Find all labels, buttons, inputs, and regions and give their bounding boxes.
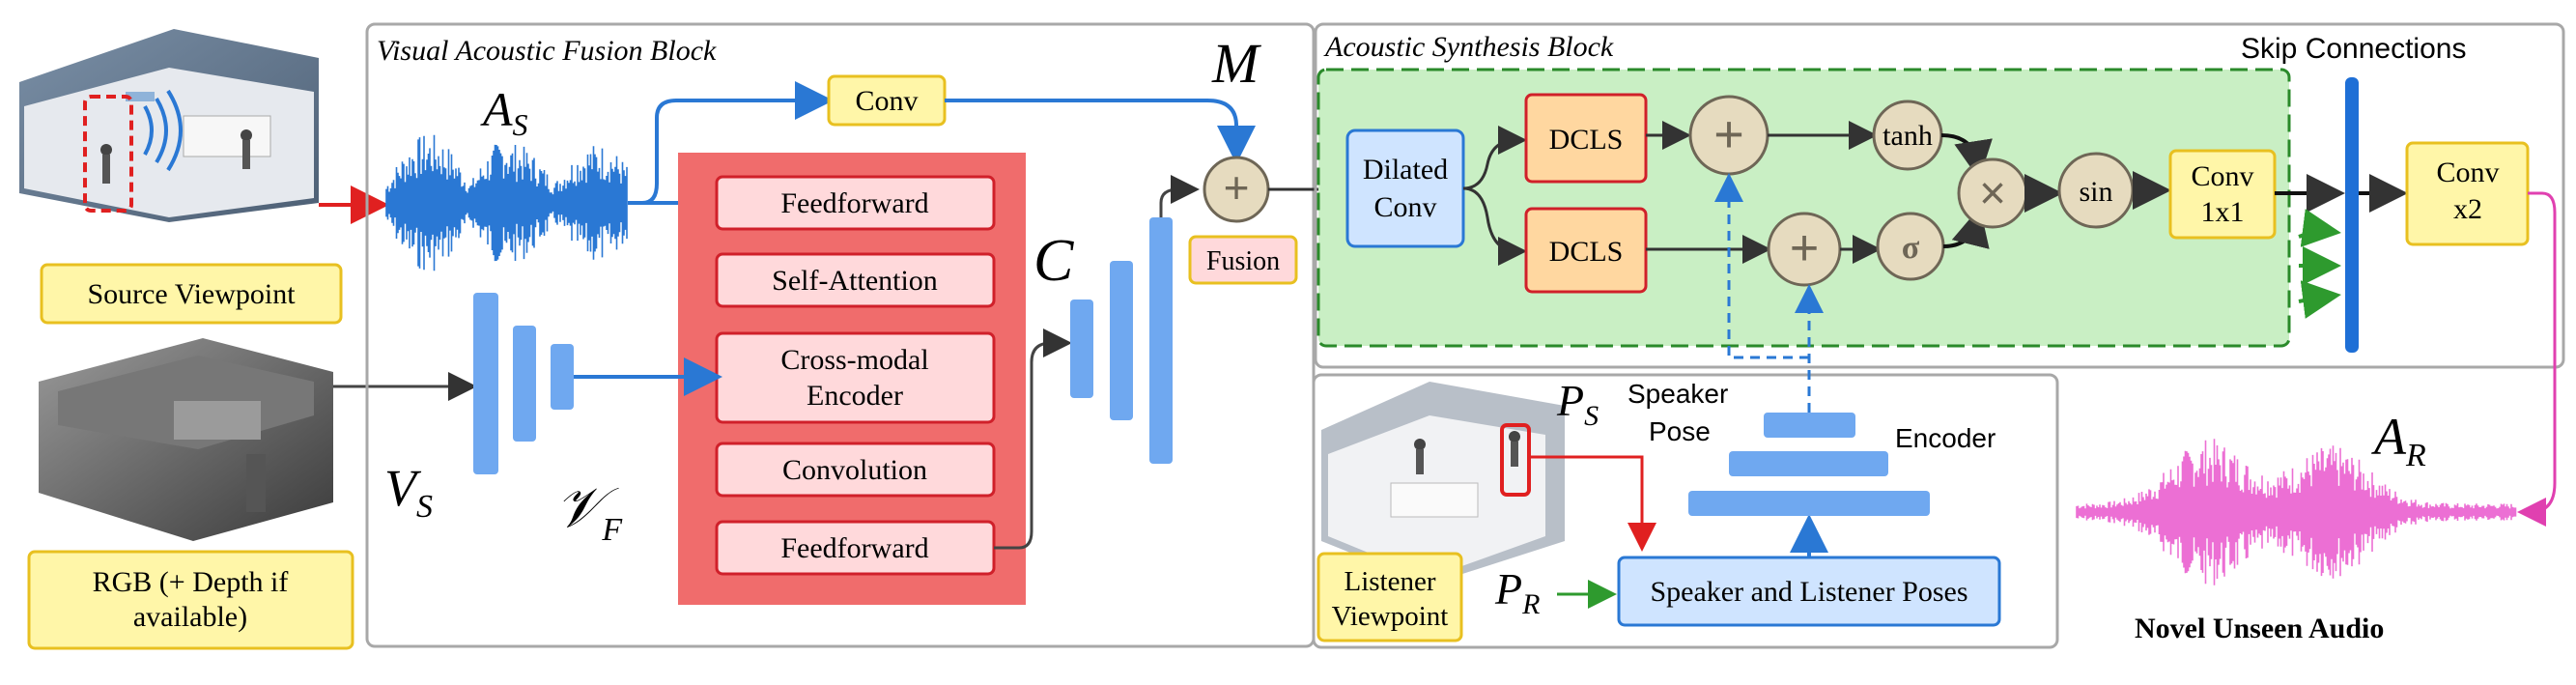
ps-symbol: PS <box>1556 376 1599 432</box>
svg-text:x2: x2 <box>2453 193 2482 225</box>
dilated-to-dcls-top <box>1462 126 1527 190</box>
source-viewpoint-label: Source Viewpoint <box>40 263 343 325</box>
vs-symbol: VS <box>384 459 433 525</box>
speaker-pose-arrow <box>1529 455 1656 552</box>
svg-text:tanh: tanh <box>1882 120 1933 152</box>
fusion-block-title: Visual Acoustic Fusion Block <box>377 35 717 67</box>
svg-text:Feedforward: Feedforward <box>780 532 928 564</box>
conv-x2-box: Conv x2 <box>2405 141 2530 246</box>
svg-text:available): available) <box>133 601 247 633</box>
feedforward-to-c-arrow <box>994 328 1072 550</box>
svg-text:Viewpoint: Viewpoint <box>1332 601 1449 632</box>
svg-text:σ: σ <box>1902 230 1920 266</box>
svg-text:Conv: Conv <box>1373 191 1436 223</box>
dcls-bottom-box: DCLS <box>1524 207 1648 294</box>
svg-text:Feedforward: Feedforward <box>780 187 928 219</box>
dcls-top-box: DCLS <box>1524 93 1648 184</box>
svg-text:DCLS: DCLS <box>1549 124 1624 156</box>
conv-1x1-box: Conv 1x1 <box>2168 149 2277 240</box>
synthesis-block-title: Acoustic Synthesis Block <box>1323 31 1614 63</box>
svg-text:Convolution: Convolution <box>782 454 927 486</box>
svg-text:Speaker and Listener Poses: Speaker and Listener Poses <box>1650 576 1967 608</box>
plus-icon: + <box>1713 105 1744 163</box>
plus-icon: + <box>1224 162 1250 213</box>
listener-room-image <box>1321 382 1565 585</box>
dilated-to-dcls-bottom <box>1462 186 1527 266</box>
convx2-to-output-arrow <box>2517 191 2557 527</box>
svg-text:Cross-modal: Cross-modal <box>780 344 928 376</box>
svg-text:Conv: Conv <box>2191 160 2253 192</box>
speaker-pose-label: Speaker <box>1628 379 1728 409</box>
cross-modal-encoder-box: Cross-modal Encoder <box>715 331 996 424</box>
encoder-label: Encoder <box>1895 423 1996 453</box>
vs-encoder-bars <box>473 293 574 474</box>
speaker-pose-label-2: Pose <box>1649 416 1711 446</box>
svg-text:Encoder: Encoder <box>807 380 903 412</box>
feedforward-bottom-box: Feedforward <box>715 520 996 576</box>
self-attention-box: Self-Attention <box>715 252 996 308</box>
c-decoder-bars <box>1070 217 1173 464</box>
ar-symbol: AR <box>2371 408 2426 473</box>
output-waveform <box>2076 439 2517 585</box>
conv-to-sum-arrow <box>945 99 1256 164</box>
c-symbol: C <box>1033 228 1074 294</box>
listener-viewpoint-label: Listener Viewpoint <box>1316 552 1463 642</box>
svg-text:1x1: 1x1 <box>2201 196 2245 228</box>
multiply-node: × <box>1957 157 2028 229</box>
pose-block-frame <box>1312 373 2059 649</box>
source-highlight-box <box>83 95 133 213</box>
tanh-to-multiply <box>1940 133 1993 180</box>
pr-symbol: PR <box>1494 564 1540 620</box>
feedforward-top-box: Feedforward <box>715 175 996 231</box>
fusion-block-frame <box>365 22 1316 648</box>
poses-box: Speaker and Listener Poses <box>1617 556 2001 627</box>
waveform-icon <box>385 134 628 271</box>
svg-text:Listener: Listener <box>1344 566 1435 597</box>
vf-symbol: 𝒱F <box>555 476 623 548</box>
sigma-node: σ <box>1876 212 1945 281</box>
pose-encoder-bars <box>1688 413 1930 516</box>
source-waveform <box>385 134 628 271</box>
synthesis-block-frame <box>1314 22 2565 369</box>
skip-connections-label: Skip Connections <box>2241 33 2466 65</box>
m-symbol: M <box>1211 32 1261 95</box>
convolution-box: Convolution <box>715 442 996 498</box>
svg-text:Fusion: Fusion <box>1206 246 1280 276</box>
plus-icon: + <box>1790 220 1819 276</box>
rgb-depth-label: RGB (+ Depth if available) <box>27 550 354 650</box>
source-room-image <box>19 29 319 222</box>
sin-node: sin <box>2057 152 2135 229</box>
svg-text:sin: sin <box>2079 176 2112 208</box>
skip-connections-bar <box>2345 77 2359 353</box>
tanh-node: tanh <box>1872 100 1943 171</box>
fusion-sum-node: + <box>1203 156 1270 223</box>
speaker-highlight-box <box>1500 423 1531 497</box>
c-to-sum-arrow <box>1159 175 1200 217</box>
waveform-icon <box>2076 439 2517 585</box>
dilated-conv-box: Dilated Conv <box>1345 128 1465 248</box>
add-top-node: + <box>1688 95 1769 176</box>
svg-text:Source Viewpoint: Source Viewpoint <box>87 278 296 310</box>
skip-arrows <box>2298 209 2341 319</box>
svg-text:Self-Attention: Self-Attention <box>772 265 938 297</box>
svg-text:RGB (+ Depth if: RGB (+ Depth if <box>93 566 289 598</box>
multiply-icon: × <box>1979 168 2006 219</box>
depth-map-image <box>39 338 333 541</box>
svg-text:Conv: Conv <box>2436 157 2499 188</box>
encoder-to-add-top <box>1714 173 1809 359</box>
svg-text:Conv: Conv <box>855 85 918 117</box>
fusion-label: Fusion <box>1188 235 1298 285</box>
as-symbol: AS <box>480 82 528 142</box>
add-bottom-node: + <box>1767 212 1842 287</box>
output-caption: Novel Unseen Audio <box>2135 613 2384 644</box>
conv-box: Conv <box>827 74 947 127</box>
svg-text:DCLS: DCLS <box>1549 236 1624 268</box>
svg-text:Dilated: Dilated <box>1363 154 1448 186</box>
